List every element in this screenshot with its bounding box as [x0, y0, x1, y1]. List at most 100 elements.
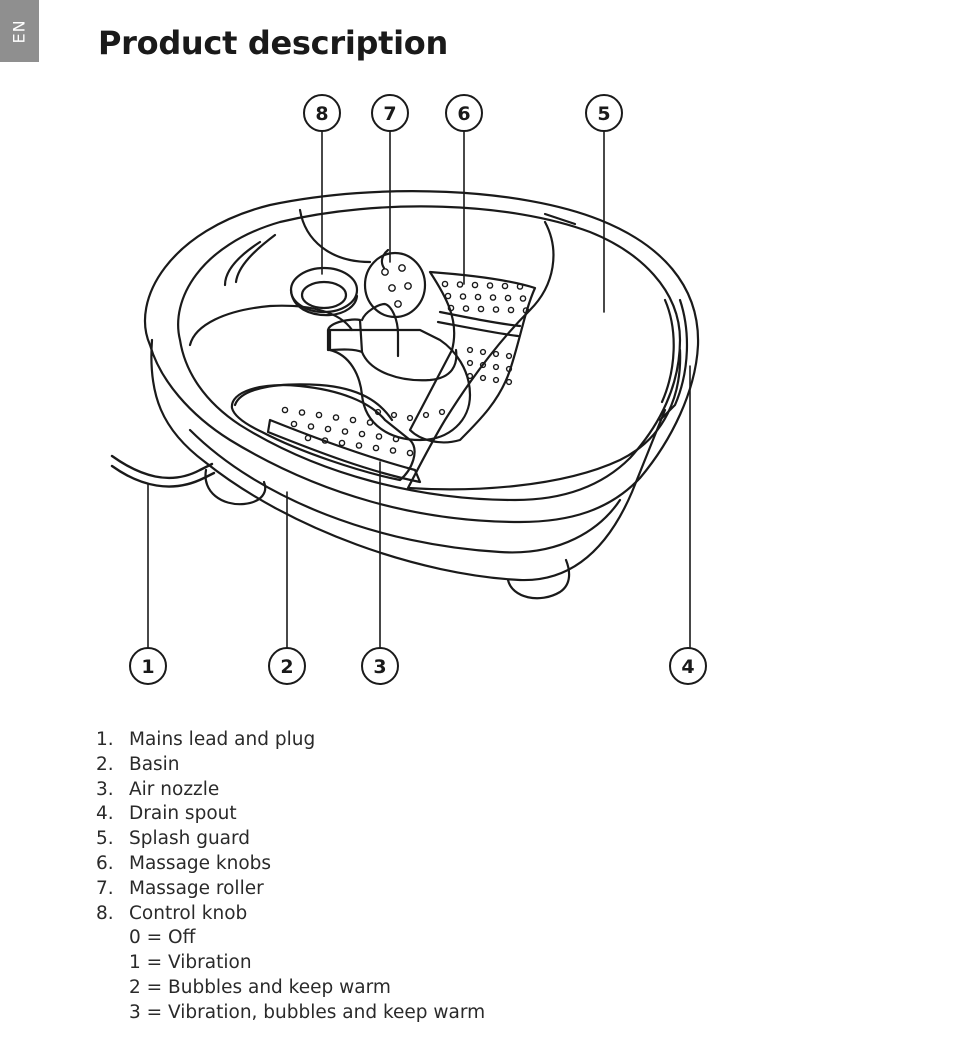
list-item: 5.Splash guard: [96, 828, 251, 850]
massage-knob-dot: [390, 411, 398, 419]
callout-circle-2: [268, 647, 306, 685]
massage-knob-dot: [477, 305, 485, 313]
massage-knob-dot: [290, 420, 298, 428]
parts-list: 1.Mains lead and plug 2.Basin 3.Air nozz…: [96, 728, 485, 1026]
setting-item: 0 = Off: [129, 927, 196, 949]
callout-label-5: 5: [597, 103, 610, 125]
massage-knob-dot: [372, 444, 380, 452]
massage-knob-dot: [504, 294, 512, 302]
control-settings-list: 0 = Off 1 = Vibration 2 = Bubbles and ke…: [96, 926, 485, 1025]
list-item: 3.Air nozzle: [96, 778, 220, 800]
callout-label-8: 8: [315, 103, 328, 125]
callout-label-1: 1: [141, 656, 154, 678]
callout-circle-4: [669, 647, 707, 685]
callout-circle-5: [585, 94, 623, 132]
massage-knob-dot: [519, 295, 527, 302]
massage-knob-dot: [516, 283, 524, 290]
massage-knob-dot: [479, 374, 487, 382]
massage-knob-dot: [422, 411, 430, 419]
massage-knob-dot: [358, 430, 366, 438]
massage-knob-dot: [505, 365, 513, 373]
massage-knob-dot: [462, 305, 470, 312]
setting-item: 2 = Bubbles and keep warm: [129, 976, 391, 998]
setting-item: 1 = Vibration: [129, 952, 252, 974]
callout-circle-7: [371, 94, 409, 132]
massage-knob-dot: [466, 346, 474, 354]
callout-label-7: 7: [383, 103, 396, 125]
massage-knob-dot: [398, 264, 406, 272]
list-item: 1.Mains lead and plug: [96, 729, 316, 750]
basin-rim-outer: [143, 190, 700, 524]
massage-knob-dot: [388, 284, 396, 292]
massage-knob-dot: [404, 282, 412, 290]
list-item: 2.Basin: [96, 753, 180, 775]
massage-knob-dot: [389, 447, 397, 454]
massage-knob-dot: [375, 433, 383, 440]
massage-knob-dot: [298, 409, 306, 416]
massage-knob-dot: [471, 281, 479, 289]
foot-left: [204, 468, 267, 506]
massage-plate-left: [230, 384, 416, 482]
massage-knob-dot: [459, 293, 467, 300]
callout-label-2: 2: [280, 656, 293, 678]
list-item: 4.Drain spout: [96, 803, 237, 825]
massage-knob-dot: [324, 425, 332, 433]
list-item: 7.Massage roller: [96, 877, 264, 899]
massage-knob-dot: [394, 300, 402, 308]
language-tab: EN: [0, 0, 39, 62]
callout-label-6: 6: [457, 103, 470, 125]
callout-circle-8: [303, 94, 341, 132]
massage-knob-dot: [281, 406, 289, 414]
massage-knob-dot: [304, 434, 312, 442]
splash-guard-drawing: [406, 220, 682, 491]
massage-knob-dot: [522, 307, 530, 314]
massage-knob-dot: [466, 372, 474, 380]
massage-knob-dot: [406, 449, 414, 457]
massage-knob-dot: [479, 348, 487, 356]
massage-roller-drawing: [363, 251, 427, 319]
control-knob-drawing: [289, 266, 359, 314]
massage-knob-dot: [438, 408, 446, 416]
massage-knob-dot: [349, 416, 357, 424]
massage-knob-dot: [366, 419, 374, 426]
massage-knob-dot: [479, 361, 487, 369]
callout-label-3: 3: [373, 656, 386, 678]
massage-knob-dot: [447, 304, 455, 312]
center-pedestal: [328, 328, 472, 442]
massage-knob-dot: [338, 439, 346, 447]
massage-knob-dot: [406, 414, 414, 422]
callout-circle-6: [445, 94, 483, 132]
massage-knob-dot: [307, 423, 315, 430]
massage-knob-dot: [381, 268, 389, 276]
foot-spa-illustration: 8 7 6 5 1 2 3 4: [110, 94, 707, 685]
massage-knob-dot: [507, 306, 515, 314]
list-item: 8.Control knob: [96, 902, 248, 924]
basin-rim-inner: [177, 205, 682, 502]
massage-knob-dot: [492, 306, 500, 313]
massage-knob-dot: [474, 293, 482, 301]
massage-knob-dot: [444, 292, 452, 300]
massage-knob-dot: [489, 294, 497, 301]
callout-circle-1: [129, 647, 167, 685]
callout-label-4: 4: [681, 656, 694, 678]
massage-knob-dot: [392, 435, 400, 443]
callout-circle-3: [361, 647, 399, 685]
massage-knob-dot: [501, 282, 509, 290]
basin-floor: [188, 304, 354, 347]
page-title: Product description: [98, 24, 448, 62]
massage-knob-dot: [466, 359, 474, 367]
list-item: 6.Massage knobs: [96, 852, 272, 874]
massage-knob-dot: [492, 376, 500, 384]
massage-knob-dot: [505, 352, 513, 360]
massage-knob-dot: [332, 414, 340, 421]
massage-plate-right: [408, 270, 537, 444]
massage-knob-dot: [315, 411, 323, 419]
air-nozzle-strip: [266, 418, 422, 484]
massage-knob-dot: [374, 408, 382, 416]
setting-item: 3 = Vibration, bubbles and keep warm: [129, 1001, 486, 1023]
massage-knob-dot: [456, 281, 464, 288]
massage-knob-dot: [486, 282, 494, 289]
basin-outer-body: [150, 338, 667, 582]
massage-knob-dot: [505, 378, 513, 386]
massage-knob-dot: [492, 363, 500, 371]
